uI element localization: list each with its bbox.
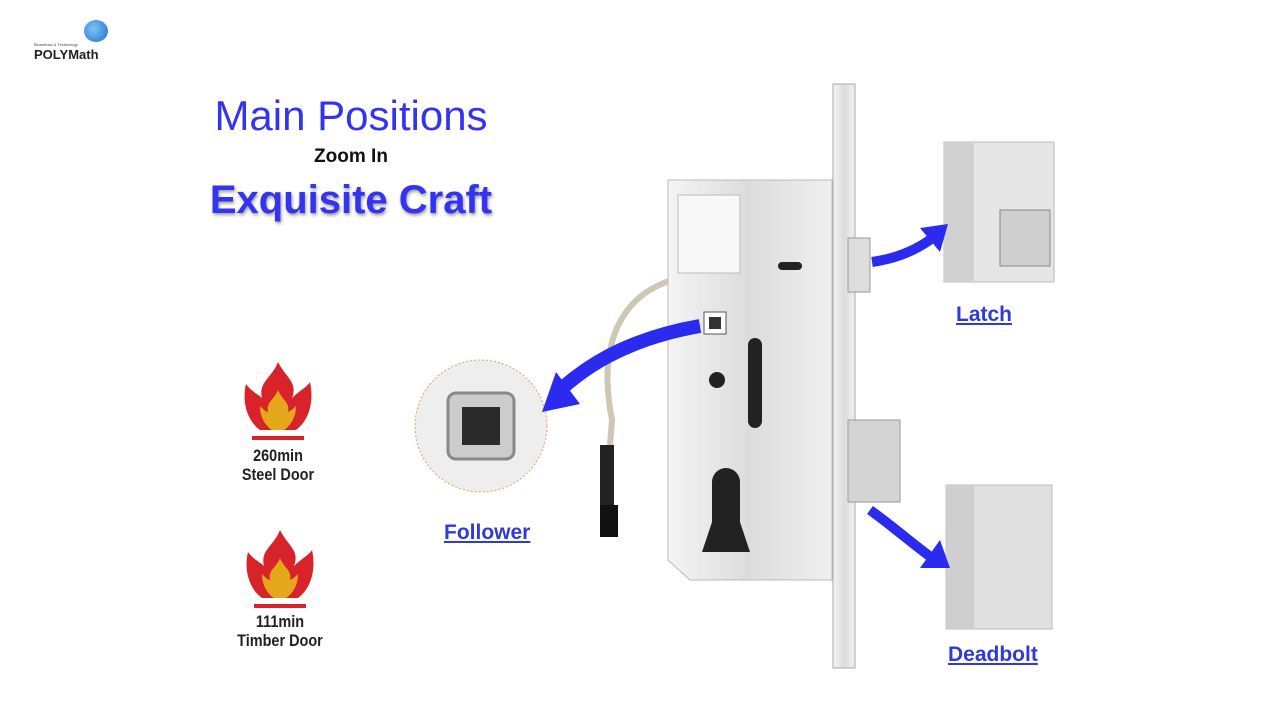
mortise-lock-image <box>414 83 1055 669</box>
logo-name: POLYMath <box>34 47 99 62</box>
rating-time: 260min <box>253 446 303 465</box>
rating-door: Timber Door <box>237 631 323 650</box>
flame-icon <box>246 530 314 608</box>
callout-follower: Follower <box>444 521 531 544</box>
rating-time: 111min <box>255 612 305 631</box>
flame-icon <box>244 362 312 440</box>
callout-latch: Latch <box>956 303 1013 326</box>
callout-deadbolt: Deadbolt <box>948 643 1038 666</box>
logo: Biometrics & Technology POLYMath <box>34 20 114 62</box>
title-craft: Exquisite Craft <box>209 178 493 222</box>
title-main: Main Positions <box>214 92 488 139</box>
rating-timber: 111min Timber Door <box>229 612 331 650</box>
subtitle-zoom: Zoom In <box>314 146 388 167</box>
logo-tagline: Biometrics & Technology <box>34 42 78 47</box>
rating-steel: 260min Steel Door <box>227 446 329 484</box>
logo-mark-icon <box>84 20 108 42</box>
rating-door: Steel Door <box>241 465 315 484</box>
